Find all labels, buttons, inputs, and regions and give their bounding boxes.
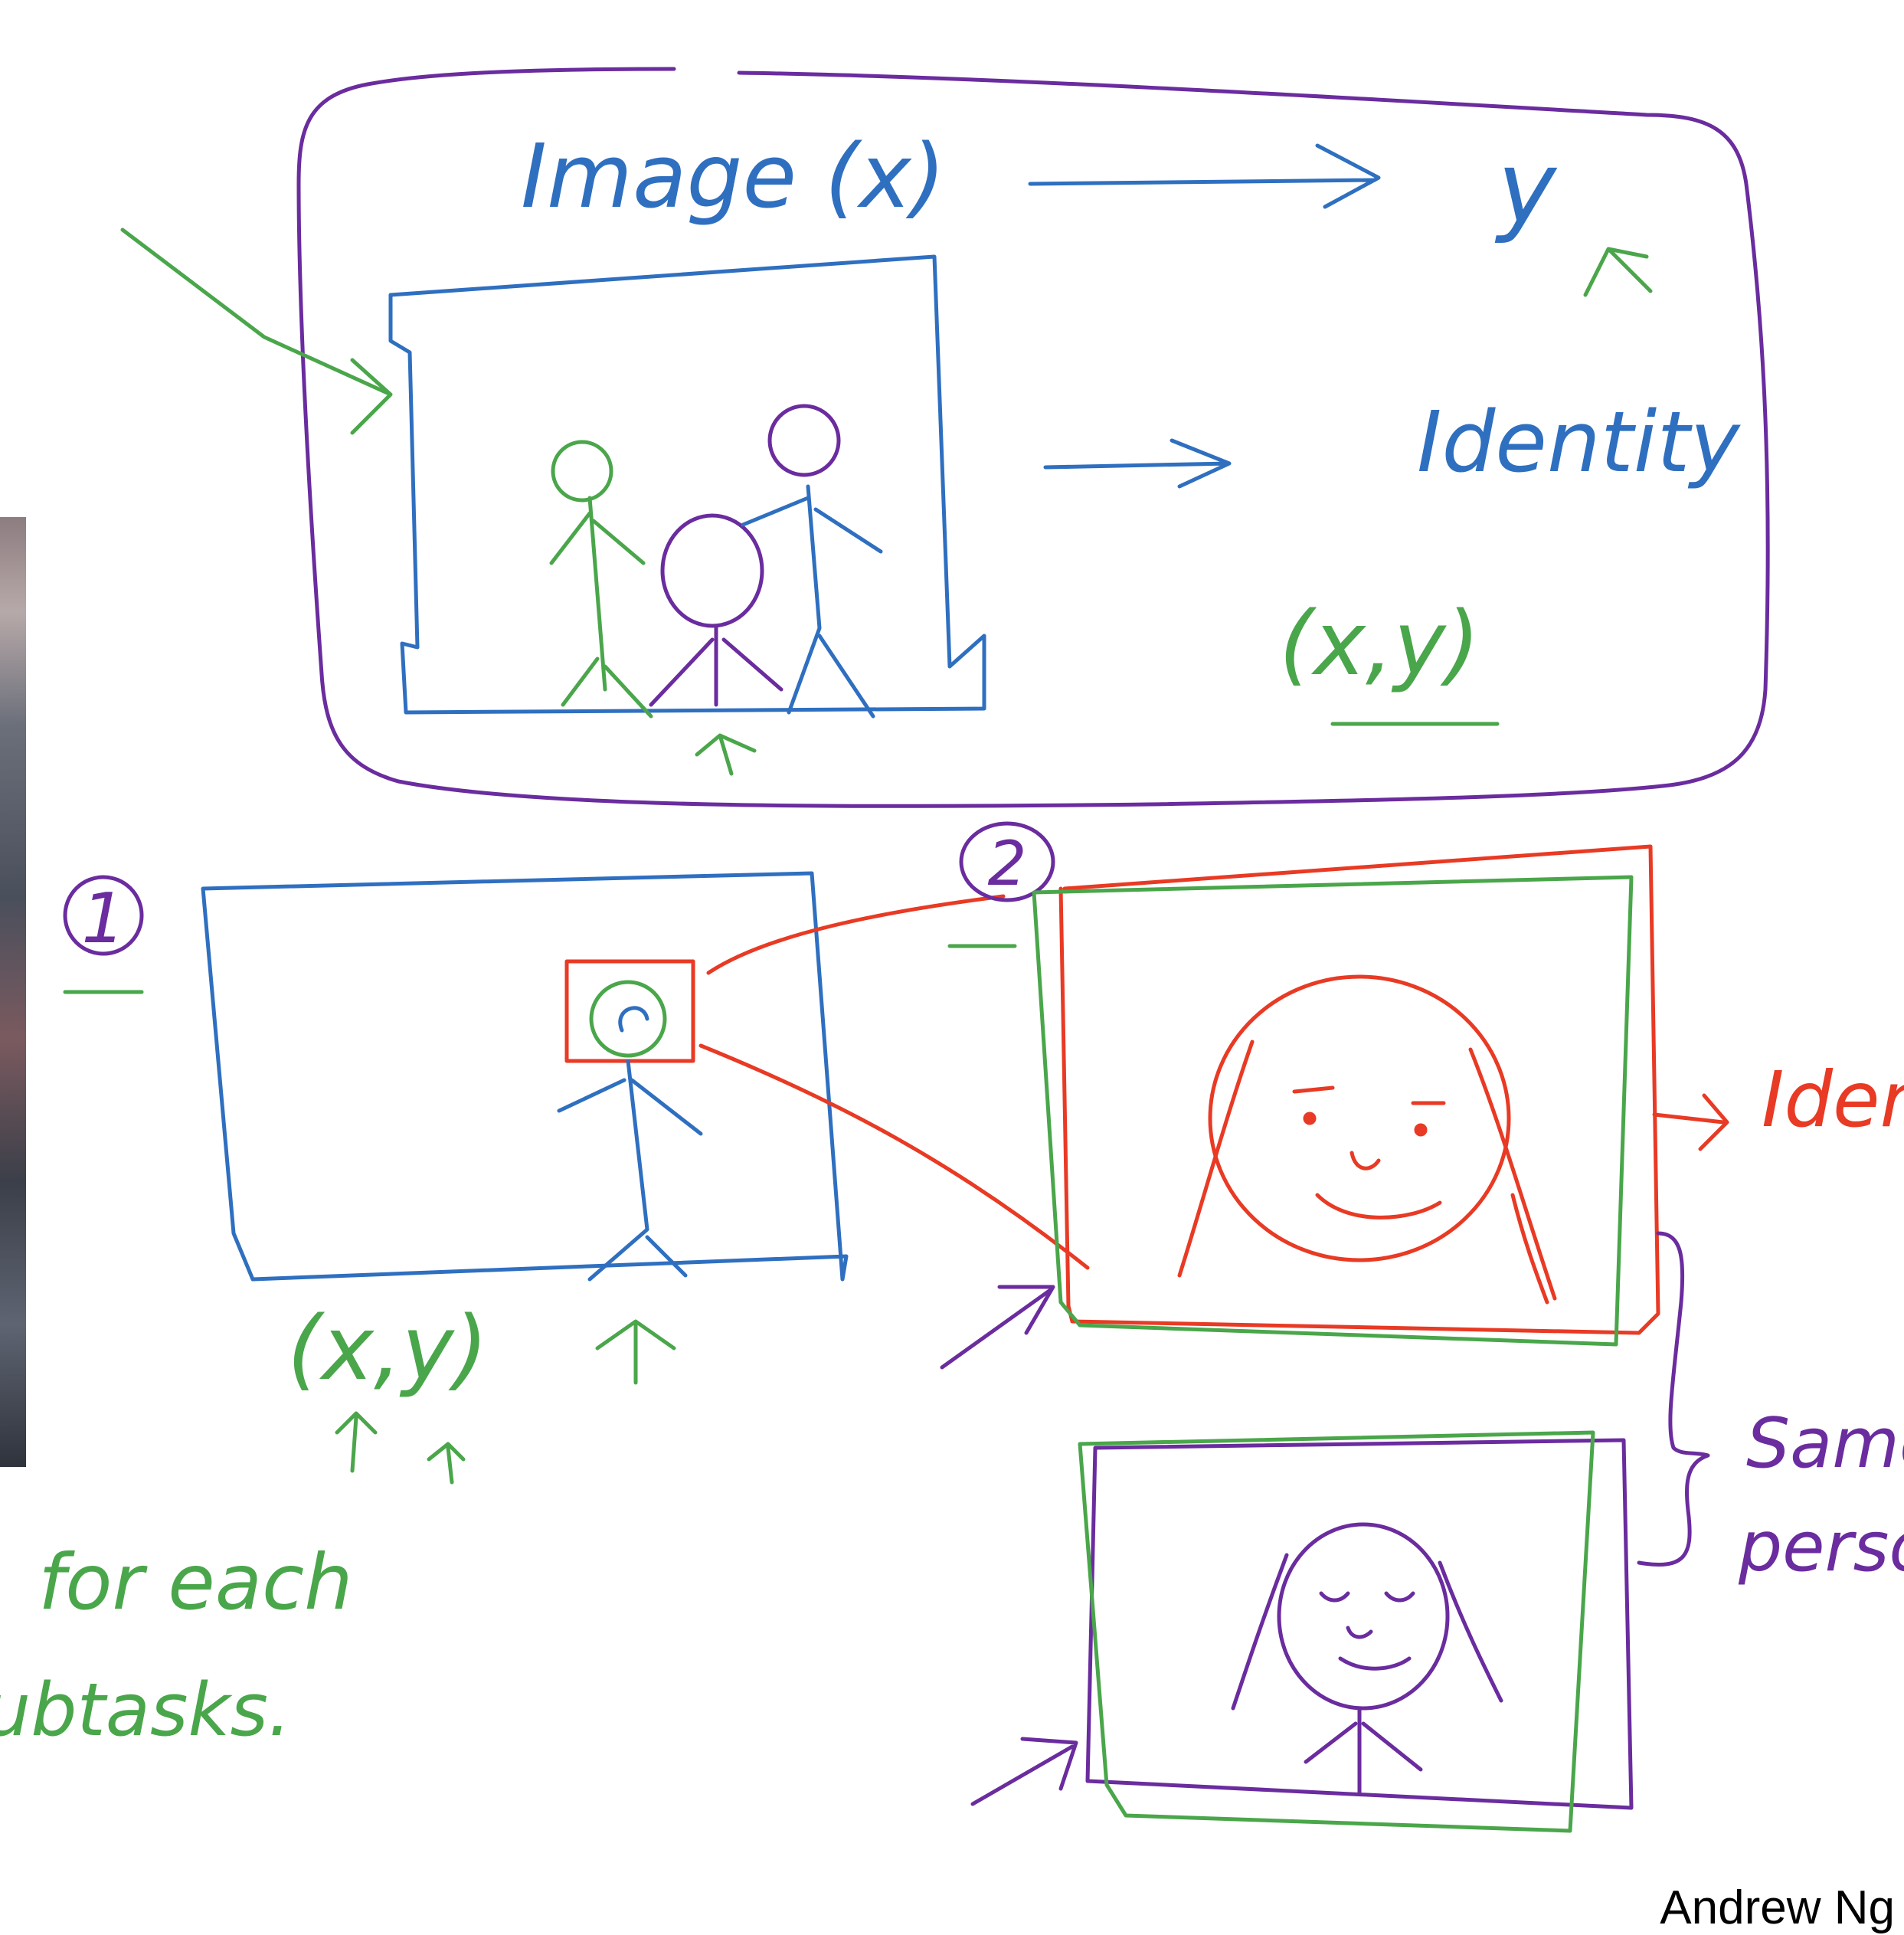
verify-face-drawing	[1231, 1522, 1503, 1795]
face-crop-box	[564, 959, 695, 1063]
step1-up-arrow-x	[335, 1411, 378, 1473]
green-arrow-into-image	[120, 228, 393, 435]
input-arrow-face-2	[970, 1737, 1078, 1806]
step1-up-arrow-center	[595, 1319, 676, 1385]
face-zoom-red-box	[1058, 844, 1660, 1335]
input-arrow-face-1	[940, 1285, 1055, 1370]
arrow-to-y	[1028, 143, 1381, 209]
same-person-brace	[1637, 1231, 1710, 1567]
step1-xy-label: (x,y)	[287, 1298, 488, 1400]
y-label: y	[1494, 129, 1558, 246]
step2-circle	[959, 821, 1055, 902]
verify-green-box	[1078, 1430, 1595, 1833]
step1-up-arrow-y	[427, 1442, 466, 1485]
xy-pair-label: (x,y)	[1279, 593, 1480, 696]
identity-top-label: Identity	[1417, 393, 1741, 491]
identity-arrow	[1652, 1093, 1729, 1151]
arrow-to-identity	[1043, 438, 1232, 489]
zoom-line-bottom	[698, 1043, 1090, 1270]
note-line1: for each	[38, 1537, 352, 1627]
face-drawing	[1177, 974, 1557, 1305]
step1-stick-figure	[557, 1059, 703, 1282]
y-up-arrow	[1583, 247, 1653, 297]
image-x-label: Image (x)	[521, 126, 946, 228]
step1-image-box	[201, 871, 849, 1282]
note-line2: ubtasks.	[0, 1668, 291, 1753]
verify-purple-box	[1085, 1438, 1634, 1810]
step1-marker: 1	[81, 879, 125, 959]
image-box	[388, 254, 986, 715]
photo-strip	[0, 517, 26, 1467]
group-stick-figures	[549, 404, 883, 776]
zoom-line-top	[706, 894, 1006, 975]
author-credit: Andrew Ng	[1660, 1881, 1895, 1934]
step2-marker: 2	[988, 828, 1027, 899]
step1-circle	[63, 875, 144, 956]
same-label: Same	[1746, 1403, 1904, 1484]
face-zoom-green-box	[1032, 875, 1634, 1347]
face-detect-circle	[589, 980, 667, 1058]
identity-red-label: Identity	[1762, 1055, 1904, 1144]
top-frame	[296, 67, 1770, 808]
person-label: person?	[1738, 1507, 1904, 1587]
